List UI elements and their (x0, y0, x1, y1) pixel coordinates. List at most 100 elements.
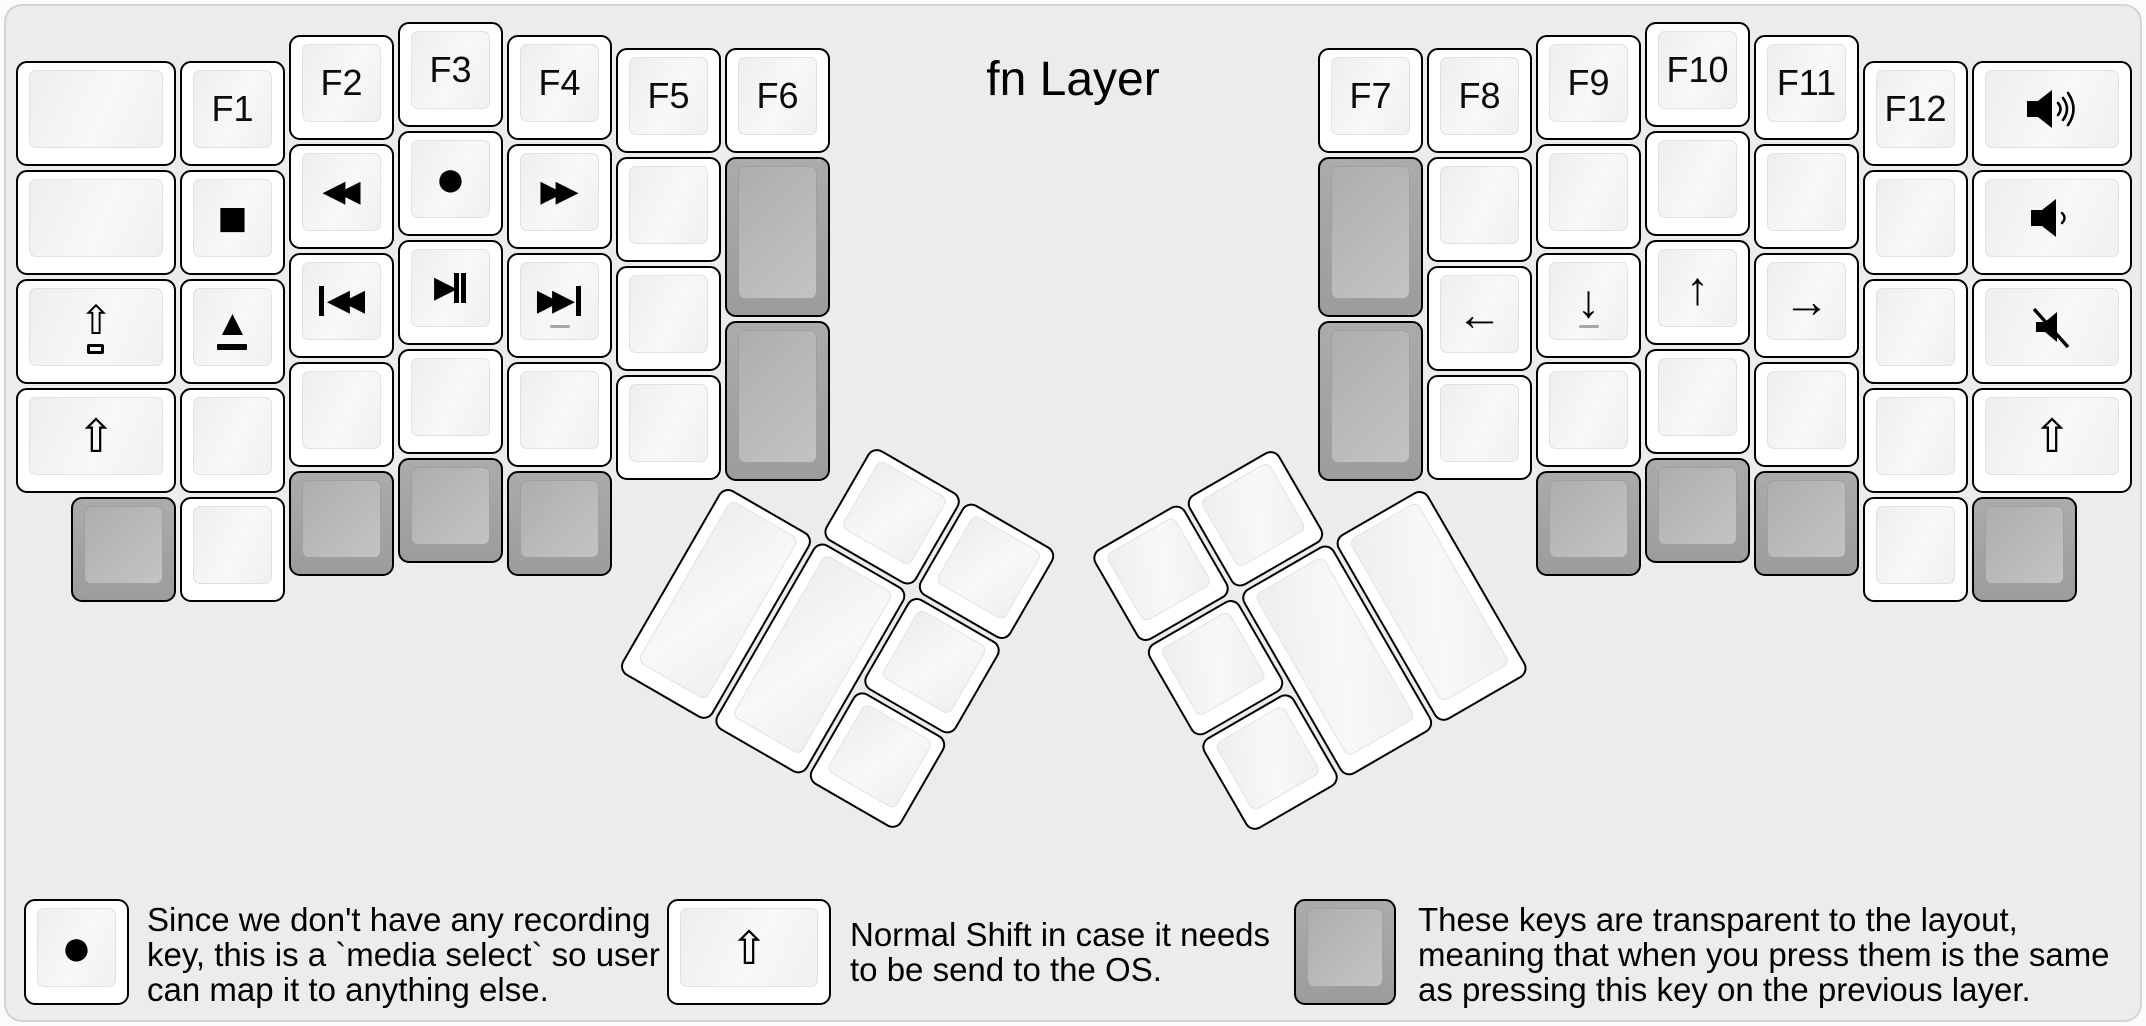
key-next-track[interactable]: ▶▶ (507, 253, 612, 358)
stop-icon: ■ (217, 190, 248, 246)
keycap-surface (1767, 153, 1846, 231)
key-f6[interactable]: F6 (725, 48, 830, 153)
keycap-surface (1549, 480, 1628, 558)
key-blank[interactable] (1645, 349, 1750, 454)
keycap-surface (1658, 140, 1737, 218)
key-blank[interactable] (1863, 388, 1968, 493)
key-blank[interactable] (1863, 279, 1968, 384)
record-icon: ● (434, 150, 467, 208)
keycap-surface (29, 70, 163, 148)
key-arrow-right[interactable]: → (1754, 253, 1859, 358)
key-f3[interactable]: F3 (398, 22, 503, 127)
key-blank[interactable] (180, 388, 285, 493)
shift-icon: ⇧ (729, 921, 769, 974)
key-f4[interactable]: F4 (507, 35, 612, 140)
key-shift-left[interactable]: ⇧ (16, 388, 176, 493)
keycap-surface: ◀◀ (302, 153, 381, 231)
key-prev-track[interactable]: ◀◀ (289, 253, 394, 358)
key-transparent[interactable] (725, 321, 830, 481)
key-f5[interactable]: F5 (616, 48, 721, 153)
key-label: F5 (647, 75, 690, 116)
key-transparent[interactable] (1754, 471, 1859, 576)
key-blank[interactable] (289, 362, 394, 467)
volume-down-icon (2023, 195, 2081, 241)
key-blank[interactable] (1427, 157, 1532, 262)
keycap-surface (302, 371, 381, 449)
key-volume-up[interactable] (1972, 61, 2132, 166)
key-blank[interactable] (180, 497, 285, 602)
caps-lock-icon: ⇧ (79, 301, 113, 354)
keycap-surface (1307, 908, 1383, 987)
key-blank[interactable] (1645, 131, 1750, 236)
key-arrow-left[interactable]: ← (1427, 266, 1532, 371)
key-transparent[interactable] (71, 497, 176, 602)
key-play-pause[interactable]: ▶ (398, 240, 503, 345)
key-transparent[interactable] (289, 471, 394, 576)
keycap-surface: F2 (302, 44, 381, 122)
keycap-surface (193, 506, 272, 584)
key-f8[interactable]: F8 (1427, 48, 1532, 153)
keycap-surface (1985, 70, 2119, 148)
key-transparent[interactable] (507, 471, 612, 576)
key-rewind[interactable]: ◀◀ (289, 144, 394, 249)
keycap-surface: F12 (1876, 70, 1955, 148)
key-blank[interactable] (1754, 362, 1859, 467)
key-blank[interactable] (398, 349, 503, 454)
keycap-surface: ▶▶ (520, 262, 599, 340)
legend-line: These keys are transparent to the layout… (1418, 901, 2018, 938)
key-transparent[interactable] (1318, 157, 1423, 317)
keycap-surface (520, 480, 599, 558)
key-blank[interactable] (1536, 144, 1641, 249)
key-volume-down[interactable] (1972, 170, 2132, 275)
keycap-surface: ← (1440, 275, 1519, 353)
key-caps-lock[interactable]: ⇧ (16, 279, 176, 384)
keycap-surface: ▲ (193, 288, 272, 366)
keycap-surface: ⇧ (680, 908, 818, 987)
keycap-surface (1440, 166, 1519, 244)
key-label: F6 (756, 75, 799, 116)
volume-up-icon (2023, 86, 2081, 132)
key-blank[interactable] (507, 362, 612, 467)
keycap-surface (29, 179, 163, 257)
key-transparent[interactable] (1972, 497, 2077, 602)
key-record[interactable]: ● (398, 131, 503, 236)
keycap-surface: ↓ (1549, 262, 1628, 340)
keycap-surface: ● (37, 908, 116, 987)
key-blank[interactable] (616, 266, 721, 371)
key-blank[interactable] (1427, 375, 1532, 480)
key-arrow-up[interactable]: ↑ (1645, 240, 1750, 345)
key-blank[interactable] (616, 157, 721, 262)
key-shift-right[interactable]: ⇧ (1972, 388, 2132, 493)
keycap-surface: F3 (411, 31, 490, 109)
key-blank[interactable] (1536, 362, 1641, 467)
key-f2[interactable]: F2 (289, 35, 394, 140)
key-transparent[interactable] (1318, 321, 1423, 481)
key-stop[interactable]: ■ (180, 170, 285, 275)
key-blank[interactable] (1863, 170, 1968, 275)
key-blank[interactable] (16, 170, 176, 275)
key-blank[interactable] (1863, 497, 1968, 602)
key-blank[interactable] (1754, 144, 1859, 249)
key-blank[interactable] (616, 375, 721, 480)
keycap-surface (1876, 397, 1955, 475)
keycap-surface (411, 467, 490, 545)
key-f7[interactable]: F7 (1318, 48, 1423, 153)
key-arrow-down[interactable]: ↓ (1536, 253, 1641, 358)
key-blank[interactable] (16, 61, 176, 166)
mute-icon (2026, 304, 2078, 350)
key-f9[interactable]: F9 (1536, 35, 1641, 140)
key-transparent[interactable] (725, 157, 830, 317)
arrow-up-icon: ↑ (1686, 262, 1709, 314)
key-mute[interactable] (1972, 279, 2132, 384)
key-f1[interactable]: F1 (180, 61, 285, 166)
key-transparent[interactable] (1536, 471, 1641, 576)
key-f11[interactable]: F11 (1754, 35, 1859, 140)
key-transparent[interactable] (1645, 458, 1750, 563)
key-transparent[interactable] (398, 458, 503, 563)
keycap-surface (1767, 371, 1846, 449)
key-eject[interactable]: ▲ (180, 279, 285, 384)
key-fast-forward[interactable]: ▶▶ (507, 144, 612, 249)
key-f12[interactable]: F12 (1863, 61, 1968, 166)
key-f10[interactable]: F10 (1645, 22, 1750, 127)
